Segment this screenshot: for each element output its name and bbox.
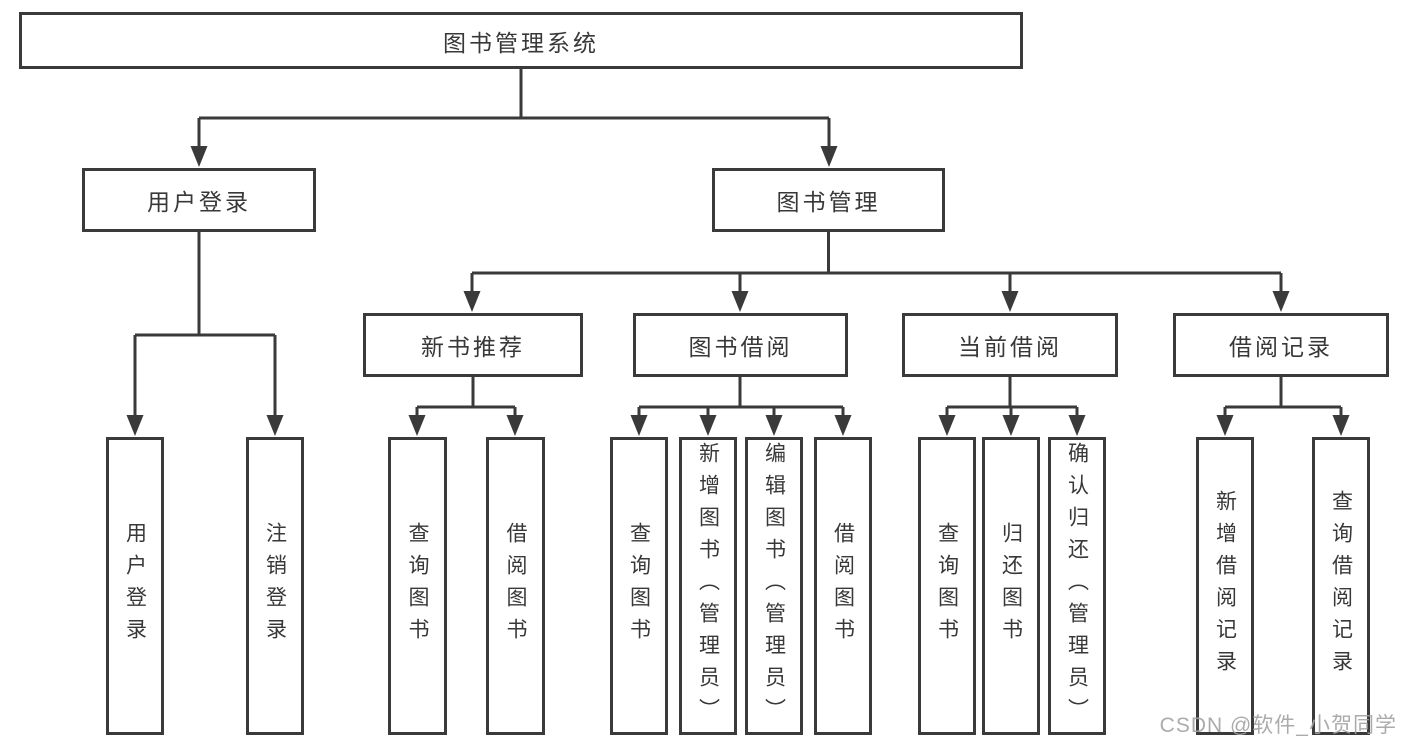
leaf-query-books-borrow: 查询图书 bbox=[610, 437, 668, 735]
leaf-edit-books-admin: 编辑图书（管理员） bbox=[745, 437, 803, 735]
node-user-login: 用户登录 bbox=[82, 168, 316, 232]
leaf-query-books-recommend: 查询图书 bbox=[388, 437, 447, 735]
leaf-user-login: 用户登录 bbox=[106, 437, 164, 735]
leaf-query-books-current: 查询图书 bbox=[918, 437, 976, 735]
node-borrowing-records: 借阅记录 bbox=[1173, 313, 1389, 377]
node-book-borrowing: 图书借阅 bbox=[633, 313, 848, 377]
watermark: CSDN @软件_小贺同学 bbox=[1159, 714, 1397, 737]
node-new-book-recommendation: 新书推荐 bbox=[363, 313, 583, 377]
leaf-borrow-books-recommend: 借阅图书 bbox=[486, 437, 545, 735]
leaf-add-borrow-record: 新增借阅记录 bbox=[1196, 437, 1254, 735]
node-current-borrowing: 当前借阅 bbox=[902, 313, 1118, 377]
leaf-confirm-return-admin: 确认归还（管理员） bbox=[1048, 437, 1106, 735]
node-book-management: 图书管理 bbox=[712, 168, 945, 232]
leaf-borrow-books: 借阅图书 bbox=[814, 437, 872, 735]
node-library-management-system: 图书管理系统 bbox=[19, 12, 1023, 69]
arrowheads bbox=[126, 146, 1350, 436]
leaf-add-books-admin: 新增图书（管理员） bbox=[679, 437, 737, 735]
leaf-query-borrow-record: 查询借阅记录 bbox=[1312, 437, 1370, 735]
leaf-return-books: 归还图书 bbox=[982, 437, 1040, 735]
leaf-logout-login: 注销登录 bbox=[246, 437, 304, 735]
